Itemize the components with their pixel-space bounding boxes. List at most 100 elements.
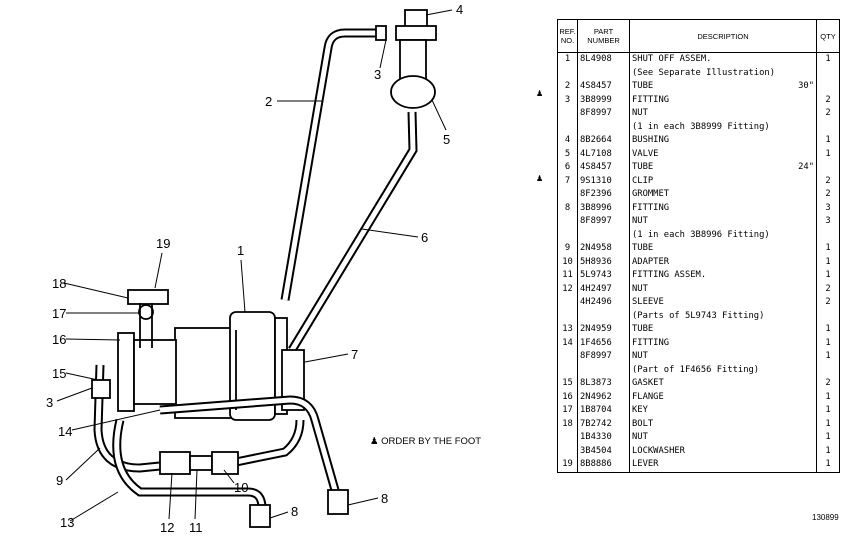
part-ref: [558, 120, 578, 134]
order-note-symbol: ♟: [370, 436, 379, 447]
part-ref: 14: [558, 336, 578, 350]
part-number: 5L9743: [578, 269, 630, 283]
part-number: 8F8997: [578, 107, 630, 121]
callout-10: 10: [234, 480, 248, 495]
part-description: (Parts of 5L9743 Fitting): [630, 309, 817, 323]
header-part-number: PART NUMBER: [578, 20, 630, 52]
part-qty: 2: [825, 189, 831, 199]
part-description: (Part of 1F4656 Fitting): [630, 363, 817, 377]
part-qty: 1: [825, 148, 831, 159]
part-description: SHUT OFF ASSEM.: [630, 53, 817, 67]
part-qty: 1: [825, 445, 831, 456]
part-description: FITTING: [630, 201, 817, 215]
part-number: 7B2742: [578, 417, 630, 431]
part-number: 2N4959: [578, 323, 630, 337]
part-description: VALVE: [630, 147, 817, 161]
part-number: [578, 309, 630, 323]
part-description: NUT: [630, 431, 817, 445]
part-ref: 1: [558, 53, 578, 67]
part-description: BUSHING: [630, 134, 817, 148]
part-qty: [817, 80, 839, 94]
part-ref: [558, 296, 578, 310]
part-number: 3B4504: [578, 444, 630, 458]
callout-18: 18: [52, 276, 66, 291]
part-length: 24": [798, 162, 814, 172]
part-number: 4L7108: [578, 147, 630, 161]
callout-17: 17: [52, 306, 66, 321]
parts-row: (1 in each 3B8996 Fitting): [558, 228, 839, 242]
part-ref: [558, 444, 578, 458]
part-qty: [817, 161, 839, 175]
callout-8: 8: [291, 504, 298, 519]
part-number: [578, 120, 630, 134]
part-number: 8B8886: [578, 458, 630, 472]
part-number: 1F4656: [578, 336, 630, 350]
part-qty: 3: [825, 216, 831, 226]
part-description: GROMMET: [630, 188, 817, 202]
part-number: 4S8457: [578, 80, 630, 94]
part-ref: [558, 188, 578, 202]
part-description: BOLT: [630, 417, 817, 431]
part-ref: 7: [558, 174, 578, 188]
part-description: FITTING: [630, 93, 817, 107]
part-number: 8L3873: [578, 377, 630, 391]
part-qty: 3: [825, 202, 831, 213]
part-number: 3B8996: [578, 201, 630, 215]
callout-11: 11: [189, 520, 203, 535]
callout-9: 9: [56, 473, 63, 488]
part-qty: 1: [825, 243, 831, 253]
part-number: 4H2497: [578, 282, 630, 296]
part-description: NUT: [630, 350, 817, 364]
part-ref: [558, 66, 578, 80]
part-ref: [558, 431, 578, 445]
part-number: 8L4908: [578, 53, 630, 67]
part-description: TUBE: [630, 242, 817, 256]
part-qty: 1: [825, 270, 831, 280]
part-number: 3B8999: [578, 93, 630, 107]
part-qty: 2: [825, 94, 831, 105]
part-description: (1 in each 3B8996 Fitting): [630, 228, 817, 242]
callout-15: 15: [52, 366, 66, 381]
part-qty: 1: [825, 54, 831, 64]
part-description: FITTING: [630, 336, 817, 350]
part-ref: 2: [558, 80, 578, 94]
part-ref: 18: [558, 417, 578, 431]
callout-labels: 4 3 2 5 6 19 1 18 17 16 15 3 14 7 9 13 1…: [46, 2, 463, 535]
part-ref: 8: [558, 201, 578, 215]
part-description: FITTING ASSEM.: [630, 269, 817, 283]
part-ref: 15: [558, 377, 578, 391]
part-description: (See Separate Illustration): [630, 66, 817, 80]
part-number: 8B2664: [578, 134, 630, 148]
part-number: 1B4330: [578, 431, 630, 445]
part-ref: 3: [558, 93, 578, 107]
callout-7: 7: [351, 347, 358, 362]
callout-8b: 8: [381, 491, 388, 506]
parts-row: (Part of 1F4656 Fitting): [558, 363, 839, 377]
header-ref-no: REF. NO.: [558, 20, 578, 52]
part-ref: 16: [558, 390, 578, 404]
part-description: KEY: [630, 404, 817, 418]
part-description: LEVER: [630, 458, 817, 472]
part-number: [578, 363, 630, 377]
part-number: 8F2396: [578, 188, 630, 202]
part-ref: [558, 363, 578, 377]
part-number: 1B8704: [578, 404, 630, 418]
part-qty: [817, 121, 839, 135]
part-qty: 1: [825, 135, 831, 145]
callout-4: 4: [456, 2, 463, 17]
callout-3: 3: [374, 67, 381, 82]
part-description: LOCKWASHER: [630, 444, 817, 458]
part-number: 9S1310: [578, 174, 630, 188]
part-number: 8F8997: [578, 215, 630, 229]
